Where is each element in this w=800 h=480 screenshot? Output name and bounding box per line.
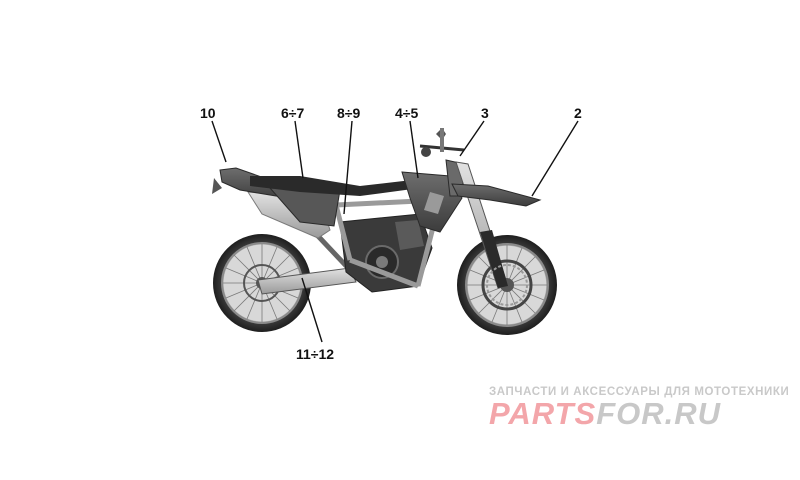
callout-2: 2 bbox=[574, 105, 582, 121]
callout-10: 10 bbox=[200, 105, 216, 121]
leader-lines bbox=[211, 120, 579, 343]
callout-4-5: 4÷5 bbox=[395, 105, 418, 121]
front-brake-disc bbox=[486, 264, 528, 306]
seat bbox=[250, 176, 420, 196]
front-fender bbox=[451, 183, 542, 207]
callout-8-9: 8÷9 bbox=[337, 105, 360, 121]
callout-labels: 10 6÷7 8÷9 4÷5 3 2 11÷12 bbox=[200, 105, 582, 362]
callout-6-7: 6÷7 bbox=[281, 105, 304, 121]
leader-2 bbox=[531, 120, 579, 197]
leader-4-5 bbox=[409, 120, 419, 179]
leader-3 bbox=[459, 120, 485, 157]
handlebar bbox=[419, 128, 465, 157]
leader-8-9 bbox=[343, 120, 353, 215]
leader-6-7 bbox=[294, 120, 304, 179]
watermark-logo-for-ru: FOR.RU bbox=[596, 396, 722, 431]
motorcycle-illustration bbox=[212, 128, 557, 335]
callout-11-12: 11÷12 bbox=[296, 346, 334, 362]
watermark-logo-parts: PARTS bbox=[489, 396, 597, 431]
leader-10 bbox=[211, 120, 227, 163]
watermark-logo: PARTSFOR.RU bbox=[489, 398, 721, 429]
callout-3: 3 bbox=[481, 105, 489, 121]
frame bbox=[333, 197, 443, 289]
watermark-caption: ЗАПЧАСТИ И АКСЕССУАРЫ ДЛЯ МОТОТЕХНИКИ bbox=[489, 386, 790, 398]
leader-11-12 bbox=[301, 277, 323, 343]
swingarm bbox=[257, 267, 357, 295]
